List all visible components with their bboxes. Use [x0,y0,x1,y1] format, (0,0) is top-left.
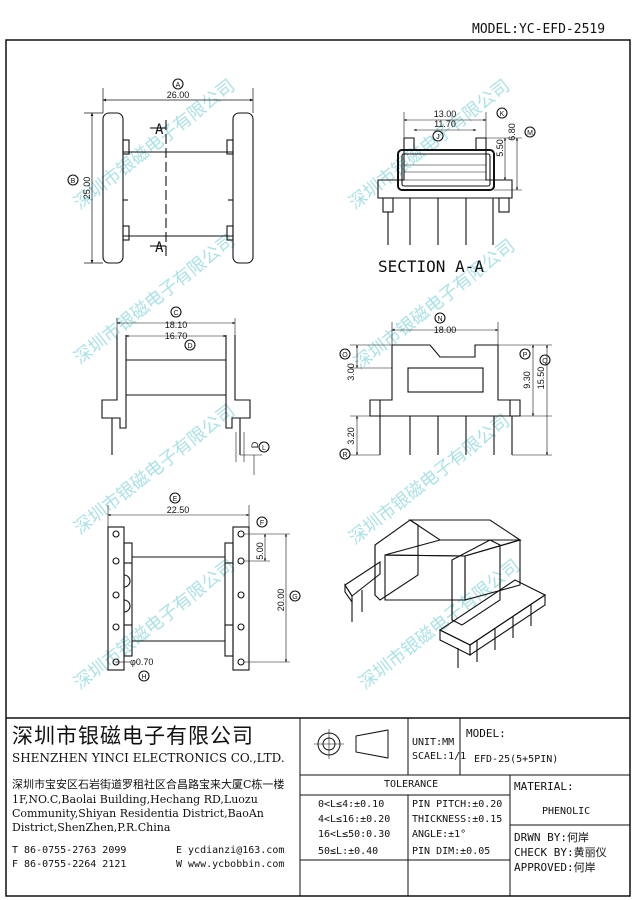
callout-label: M [527,130,533,137]
callout-label: B [71,178,76,185]
address-cn: 深圳市宝安区石岩街道罗租社区合昌路宝来大厦C栋一楼 [12,778,285,791]
section-mark: A [155,122,164,138]
dimension-label: 6.80 [507,123,517,141]
title-block [6,717,630,896]
address-en-line: Community,Shiyan Residentia District,Bao… [12,807,264,820]
callout-label: N [437,316,442,323]
dimension-label: 26.00 [167,90,190,100]
callout-label: L [262,445,266,452]
drawn-by: DRWN BY:何岸 [514,831,589,844]
watermark-text: 深圳市银磁电子有限公司 [355,555,524,693]
dimension-label: 20.00 [276,589,286,612]
callout-label: E [173,496,178,503]
website: W www.ycbobbin.com [176,859,285,870]
dimension-label: 18.10 [165,320,188,330]
callout-label: Q [542,358,548,365]
dimension-label: 3.20 [346,427,356,445]
tolerance-title: TOLERANCE [384,779,439,790]
company-name-cn: 深圳市银磁电子有限公司 [12,724,254,748]
watermark-text: 深圳市银磁电子有限公司 [70,555,239,693]
callout-label: H [141,674,146,681]
callout-label: D [187,343,192,350]
tel: T 86-0755-2763 2099 [12,845,127,856]
callout-label: K [500,111,505,118]
dimension-label: 15.50 [536,367,546,390]
watermark-text: 深圳市银磁电子有限公司 [70,75,239,213]
section-view [377,107,536,245]
watermark-text: 深圳市银磁电子有限公司 [345,410,514,548]
material-value: PHENOLIC [542,806,591,817]
watermark-text: 深圳市银磁电子有限公司 [345,75,514,213]
dimension-label: 5.00 [255,542,265,560]
front-view [101,306,270,475]
tolerance-row: 16<L≤50:0.30 [318,829,391,840]
unit-label: UNIT:MM [412,737,455,748]
company-name-en: SHENZHEN YINCI ELECTRONICS CO.,LTD. [12,751,285,765]
bottom-view [107,492,301,682]
callout-label: G [292,594,297,601]
section-mark: A [155,240,164,256]
callout-label: C [173,310,178,317]
dimension-label: 13.00 [434,109,457,119]
callout-label: F [260,520,264,527]
callout-label: O [342,352,348,359]
model-header: MODEL:YC-EFD-2519 [472,22,606,37]
top-view [67,78,254,264]
tolerance-row: 4<L≤16:±0.20 [318,814,391,825]
watermark-text: 深圳市银磁电子有限公司 [70,400,239,538]
dimension-label: 22.50 [167,505,190,515]
callout-label: A [176,82,181,89]
address-en-line: District,ShenZhen,P.R.China [12,821,171,834]
watermark-group: 深圳市银磁电子有限公司 深圳市银磁电子有限公司 深圳市银磁电子有限公司 深圳市银… [70,75,524,693]
fax: F 86-0755-2264 2121 [12,859,127,870]
isometric-view [344,519,547,668]
material-label: MATERIAL: [514,780,574,793]
spec-row: THICKNESS:±0.15 [412,814,503,825]
spec-row: PIN PITCH:±0.20 [412,799,503,810]
callout-label: J [436,134,440,141]
dimension-label: 9.30 [522,371,532,389]
dimension-label: 18.00 [434,325,457,335]
dimension-label: D [250,441,260,448]
side-view [339,312,552,460]
spec-row: PIN DIM:±0.05 [412,846,491,857]
dimension-label: 3.00 [346,363,356,381]
dimension-label: 25.00 [82,177,92,200]
dimension-label: 16.70 [165,331,188,341]
dimension-label: φ0.70 [130,657,153,667]
checked-by: CHECK BY:黄丽仪 [514,846,607,859]
tolerance-row: 0<L≤4:±0.10 [318,799,385,810]
sheet-border [5,39,631,897]
email: E ycdianzi@163.com [176,845,285,856]
dimension-label: 5.50 [495,139,505,157]
approved-by: APPROVED:何岸 [514,861,596,874]
section-title: SECTION A-A [378,257,484,276]
callout-label: P [523,352,528,359]
scale-label: SCAEL:1/1 [412,751,467,762]
tolerance-row: 50≤L:±0.40 [318,846,379,857]
callout-label: R [342,452,347,459]
dimension-label: 11.70 [434,119,456,129]
spec-row: ANGLE:±1° [412,829,467,840]
model-label: MODEL: [466,727,506,740]
address-en-line: 1F,NO.C,Baolai Building,Hechang RD,Luozu [12,793,258,806]
model-value: EFD-25(5+5PIN) [474,754,559,765]
